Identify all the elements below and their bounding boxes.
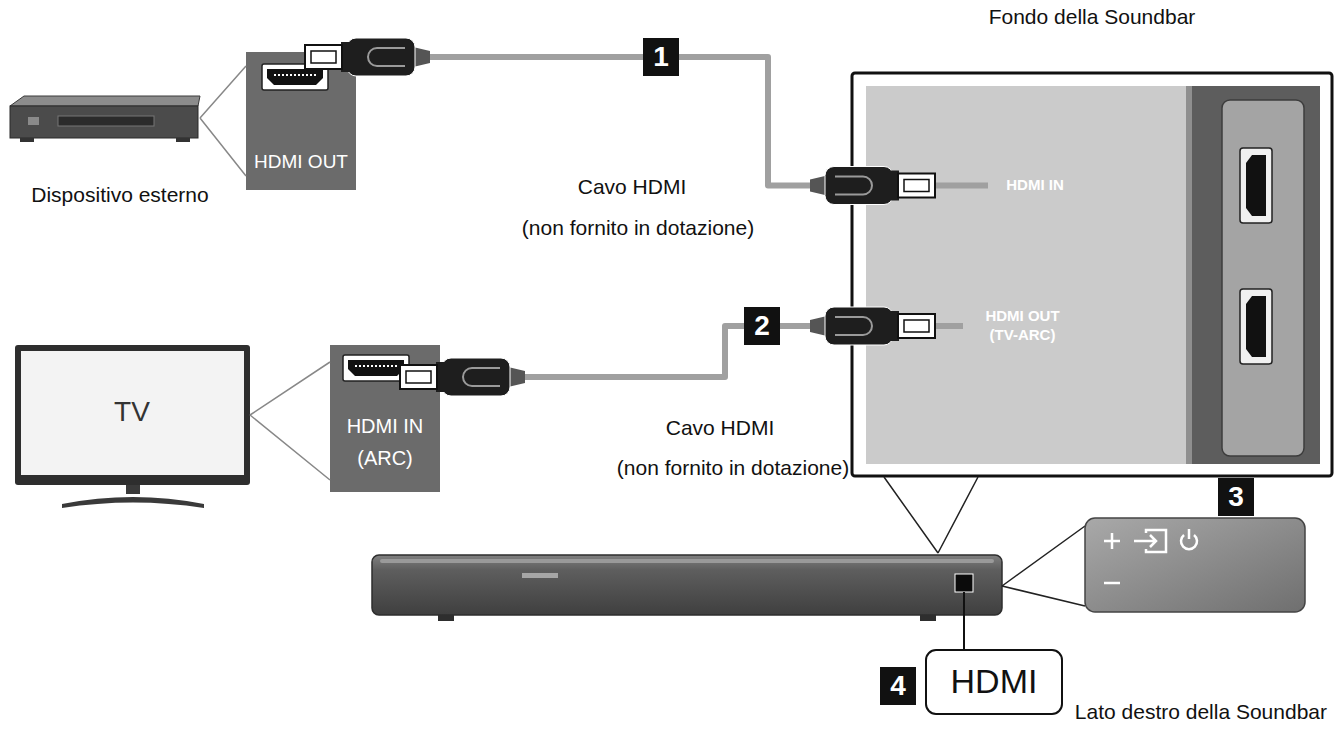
- callout-number-holder: 3: [1218, 478, 1254, 516]
- callout-number: 1: [643, 38, 679, 76]
- soundbar-bottom-panel-shape: [852, 73, 1332, 476]
- device-top: [10, 96, 200, 106]
- panel-surface: [866, 86, 1186, 464]
- tv-stand: [62, 497, 204, 508]
- hdmi-port-socket: [267, 69, 323, 85]
- side-panel: [1085, 518, 1305, 612]
- leader-line: [963, 592, 965, 650]
- cable-label-holder: Cavo HDMI: [578, 174, 687, 199]
- port-callout: HDMI IN (ARC): [330, 345, 440, 492]
- cable-label: Cavo HDMI: [666, 415, 775, 440]
- hdmi-port-pins: [274, 74, 316, 76]
- callout-pointer: [884, 477, 978, 553]
- connector-callout: HDMI: [926, 650, 1062, 714]
- connector-name: HDMI: [951, 663, 1038, 700]
- cable-label-holder: Cavo HDMI: [666, 415, 775, 440]
- device-foot: [176, 138, 190, 142]
- source-icon: [1134, 530, 1166, 552]
- port-name: HDMI OUT (TV-ARC): [971, 307, 1074, 345]
- callout-number-holder: 4: [880, 667, 916, 705]
- hdmi-cable: [356, 57, 988, 186]
- power-icon: [1181, 529, 1197, 549]
- soundbar-highlight: [380, 559, 994, 563]
- hdmi-port-socket: [348, 360, 404, 376]
- hdmi-port-pins: [355, 365, 397, 367]
- tv-bezel: [15, 345, 250, 485]
- device-label: Dispositivo esterno: [31, 182, 208, 207]
- callout-pointer: [250, 362, 330, 480]
- port-callout-shape: [246, 52, 356, 190]
- device-label-holder: Dispositivo esterno: [31, 182, 208, 207]
- cables: [356, 57, 988, 377]
- port-callout: HDMI OUT: [246, 52, 356, 190]
- node-fills: [246, 52, 1332, 714]
- device-front: [10, 106, 198, 138]
- cable-note: (non fornito in dotazione): [617, 455, 849, 480]
- connector-callout-shape: [926, 650, 1062, 714]
- port-name: HDMI OUT: [254, 151, 348, 174]
- soundbar-bottom-panel: Fondo della SoundbarHDMI INHDMI OUT (TV-…: [852, 73, 1332, 476]
- hdmi-indicator: [955, 574, 973, 592]
- hdmi-port: [1240, 148, 1272, 223]
- hdmi-port-socket: [1246, 155, 1266, 216]
- tv-screen: [21, 351, 244, 475]
- soundbar-foot: [920, 615, 936, 621]
- tv-screen-label: TV: [114, 395, 150, 429]
- hdmi-port-socket: [1246, 296, 1266, 357]
- soundbar-logo: [522, 573, 558, 578]
- hdmi-plug: [305, 38, 430, 76]
- cable-badge-holder: 2: [744, 307, 780, 345]
- panel-strip-edge: [1186, 86, 1192, 464]
- port-name: HDMI IN (ARC): [336, 410, 434, 474]
- callout-number: 2: [744, 307, 780, 345]
- cable-label: Cavo HDMI: [578, 174, 687, 199]
- soundbar-body: [372, 555, 1002, 615]
- device-slot: [58, 116, 154, 126]
- panel-title: Fondo della Soundbar: [852, 5, 1332, 29]
- callout-pointer: [1002, 526, 1085, 606]
- hdmi-plug: [810, 307, 935, 345]
- volume-up-icon: [1104, 533, 1120, 549]
- side-label: Lato destro della Soundbar: [1075, 699, 1327, 724]
- soundbar-foot: [438, 615, 454, 621]
- callout-number: 3: [1218, 478, 1254, 516]
- static-art: [10, 64, 1320, 650]
- volume-down-icon: [1104, 582, 1120, 585]
- panel-port-bay: [1222, 100, 1304, 456]
- tv-neck: [126, 485, 140, 494]
- port-label: HDMI IN: [988, 173, 1082, 198]
- callout-pointer: [200, 66, 246, 176]
- callout-number: 4: [880, 667, 916, 705]
- device-button: [28, 117, 39, 125]
- cable-note: (non fornito in dotazione): [522, 215, 754, 240]
- cable-note-holder: (non fornito in dotazione): [617, 455, 849, 480]
- device-foot: [20, 138, 34, 142]
- hdmi-plug: [810, 167, 935, 205]
- hdmi-plug: [400, 358, 525, 396]
- side-label-holder: Lato destro della Soundbar: [1075, 699, 1327, 724]
- port-name: HDMI IN: [1006, 176, 1064, 195]
- plugs: [305, 38, 935, 396]
- panel-port-strip: [1186, 86, 1320, 464]
- hdmi-port: [1240, 289, 1272, 364]
- cable-badge-holder: 1: [643, 38, 679, 76]
- cable-note-holder: (non fornito in dotazione): [522, 215, 754, 240]
- tv-screen-label-holder: TV: [114, 395, 150, 429]
- port-label: HDMI OUT (TV-ARC): [963, 300, 1082, 352]
